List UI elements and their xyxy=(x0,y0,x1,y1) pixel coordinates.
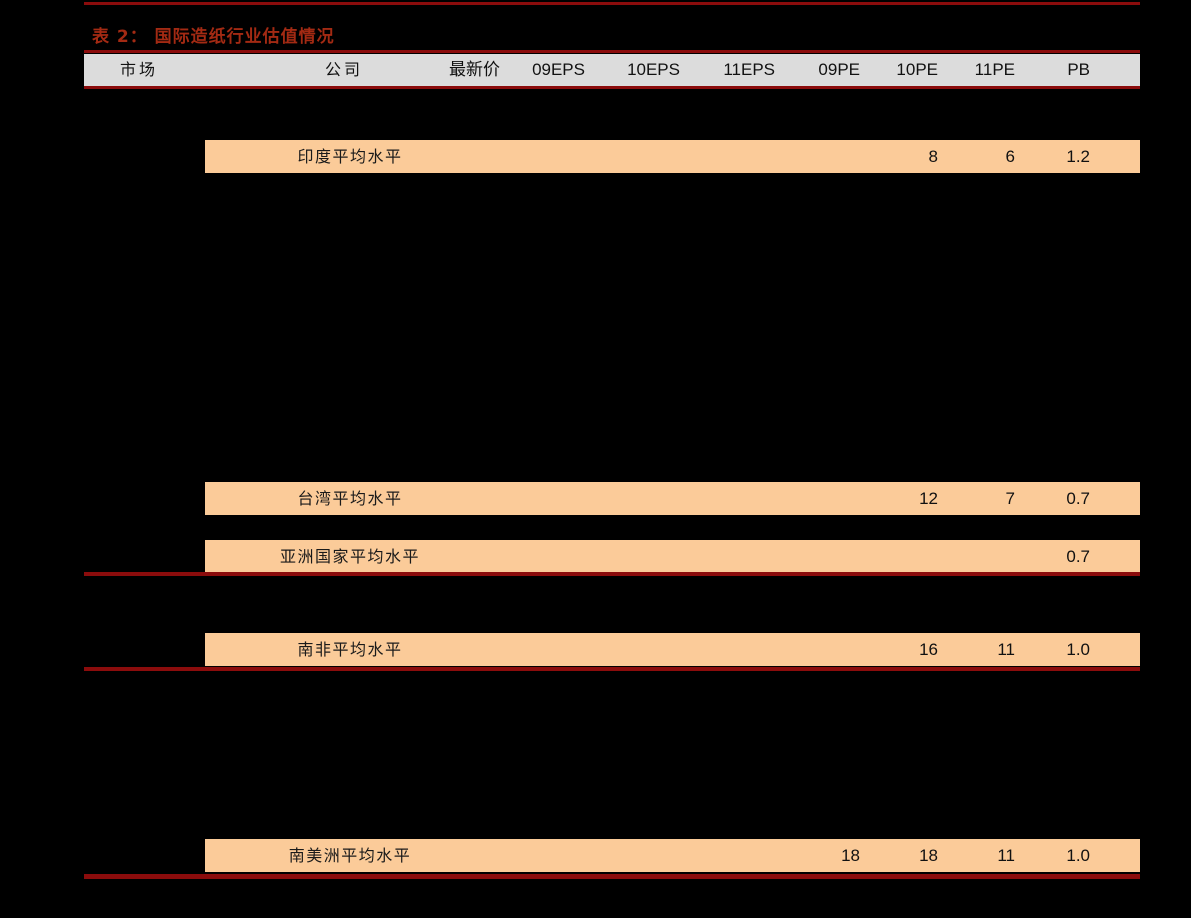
cell-pe11: 6 xyxy=(1005,147,1015,166)
column-header-pe11: 11PE xyxy=(974,60,1015,79)
row-label: 南非平均水平 xyxy=(297,640,403,659)
table-row[interactable]: 南美洲平均水平 18 18 11 1.0 xyxy=(205,839,1140,872)
cell-pe09: 18 xyxy=(841,846,860,865)
column-header-eps09: 09EPS xyxy=(532,60,585,79)
table-row[interactable]: 台湾平均水平 12 7 0.7 xyxy=(205,482,1140,515)
top-rule xyxy=(84,2,1140,5)
title-underline-rule xyxy=(84,50,1140,53)
section-separator-rule-2 xyxy=(84,667,1140,671)
cell-pb: 1.0 xyxy=(1066,640,1090,659)
header-bottom-rule xyxy=(84,86,1140,89)
table-row[interactable]: 印度平均水平 8 6 1.2 xyxy=(205,140,1140,173)
table-row[interactable]: 南非平均水平 16 11 1.0 xyxy=(205,633,1140,666)
column-header-eps11: 11EPS xyxy=(723,60,775,79)
cell-pb: 1.2 xyxy=(1066,147,1090,166)
table-row[interactable]: 亚洲国家平均水平 0.7 xyxy=(205,540,1140,573)
row-label: 印度平均水平 xyxy=(297,147,403,166)
section-separator-rule-1 xyxy=(84,572,1140,576)
column-header-pe10: 10PE xyxy=(896,60,938,79)
cell-pe11: 7 xyxy=(1005,489,1015,508)
row-label: 台湾平均水平 xyxy=(297,489,403,508)
column-header-pe09: 09PE xyxy=(818,60,860,79)
column-header-pb: PB xyxy=(1067,60,1090,79)
cell-pe10: 12 xyxy=(919,489,938,508)
cell-pe10: 18 xyxy=(919,846,938,865)
cell-pe10: 8 xyxy=(928,147,938,166)
table-title: 表 2： 国际造纸行业估值情况 xyxy=(92,27,335,47)
cell-pb: 0.7 xyxy=(1066,547,1090,566)
column-header-price: 最新价 xyxy=(449,60,500,79)
row-label: 南美洲平均水平 xyxy=(288,846,412,865)
cell-pb: 0.7 xyxy=(1066,489,1090,508)
bottom-rule xyxy=(84,874,1140,879)
cell-pe11: 11 xyxy=(997,846,1015,865)
column-header-market: 市场 xyxy=(120,60,159,79)
table-header-row: 市场 公司 最新价 09EPS 10EPS 11EPS 09PE 10PE 11PE PB xyxy=(84,54,1140,86)
column-header-eps10: 10EPS xyxy=(627,60,680,79)
cell-pe11: 11 xyxy=(997,640,1015,659)
row-label: 亚洲国家平均水平 xyxy=(279,547,420,566)
cell-pe10: 16 xyxy=(919,640,938,659)
column-header-company: 公司 xyxy=(325,60,364,79)
cell-pb: 1.0 xyxy=(1066,846,1090,865)
